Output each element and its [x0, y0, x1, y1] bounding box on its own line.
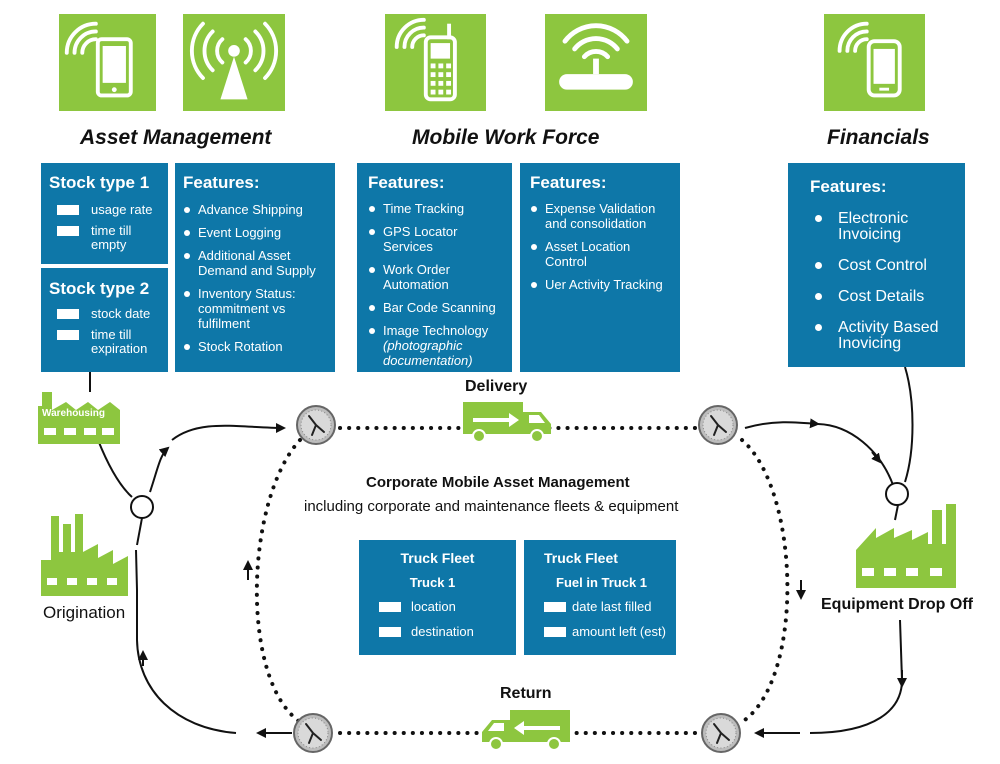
arrow-top-right-out	[744, 418, 820, 429]
list-item: Time Tracking	[368, 201, 504, 216]
stock-type-2-box: Stock type 2 stock date time till expira…	[41, 268, 168, 372]
fin-features-title: Features:	[810, 177, 887, 196]
connector-financials-to-hub	[904, 366, 914, 483]
warehouse-label: Warehousing	[42, 408, 105, 419]
delivery-truck-icon	[463, 402, 551, 442]
origination-label: Origination	[43, 603, 126, 622]
list-item: date last filled	[524, 600, 676, 614]
list-item: time till expiration	[49, 328, 161, 356]
asset-features-box: Features: Advance Shipping Event Logging…	[175, 163, 335, 372]
list-item-note: (photographic documentation)	[383, 338, 473, 368]
tablet-wifi-icon	[59, 14, 156, 111]
list-item: Asset Location Control	[530, 239, 645, 269]
return-label: Return	[500, 685, 552, 702]
list-item: Expense Validation and consolidation	[530, 201, 674, 231]
return-curve-left	[135, 549, 237, 734]
left-hub-circle	[130, 495, 154, 519]
mwf-features-1-box: Features: Time Tracking GPS Locator Serv…	[357, 163, 512, 372]
list-item: Event Logging	[183, 225, 327, 240]
arrow-hub-to-top	[149, 446, 170, 493]
list-item: destination	[359, 625, 516, 639]
list-item: Inventory Status: commitment vs fulfilme…	[183, 286, 316, 331]
list-item: time till empty	[49, 224, 161, 252]
list-item: GPS Locator Services	[368, 224, 478, 254]
list-item: Bar Code Scanning	[368, 300, 504, 315]
connector-hub-to-factory	[894, 504, 899, 521]
truck-fleet-1-box: Truck Fleet Truck 1 location destination	[359, 540, 516, 655]
list-item: Advance Shipping	[183, 202, 327, 217]
router-wifi-icon	[545, 14, 647, 111]
list-item: Cost Control	[806, 258, 959, 274]
curve-to-right-hub	[817, 423, 894, 486]
heading-asset-management: Asset Management	[80, 126, 272, 149]
mwf-features-2-box: Features: Expense Validation and consoli…	[520, 163, 680, 372]
heading-mobile-work-force: Mobile Work Force	[412, 126, 600, 149]
dotted-right-arc	[740, 438, 790, 724]
asset-features-title: Features:	[183, 173, 260, 192]
list-item: location	[359, 600, 516, 614]
truck-fleet-1-title: Truck Fleet	[400, 550, 475, 566]
stock-type-1-title: Stock type 1	[49, 173, 150, 192]
dotted-left-arc	[254, 438, 302, 724]
curve-right-down	[809, 619, 904, 734]
list-item: usage rate	[49, 203, 168, 217]
factory-icon	[856, 504, 956, 588]
truck-fleet-2-box: Truck Fleet Fuel in Truck 1 date last fi…	[524, 540, 676, 655]
list-item: Additional Asset Demand and Supply	[183, 248, 327, 278]
fin-features-box: Features: Electronic Invoicing Cost Cont…	[788, 163, 965, 367]
clock-icon	[293, 713, 333, 753]
truck-fleet-1-subtitle: Truck 1	[409, 575, 456, 590]
arrow-right-curve	[871, 451, 882, 464]
connector-warehouse-to-hub	[97, 439, 133, 498]
delivery-label: Delivery	[465, 378, 528, 395]
connector-hub-down	[136, 517, 143, 546]
signal-tower-icon	[183, 14, 285, 111]
arrow-to-top-left-clock	[171, 422, 286, 441]
warehouse-icon: Warehousing	[38, 392, 120, 444]
stock-type-1-box: Stock type 1 usage rate time till empty	[41, 163, 168, 264]
clock-icon	[701, 713, 741, 753]
center-subtitle: including corporate and maintenance flee…	[304, 498, 679, 515]
list-item: Electronic Invoicing	[806, 211, 933, 243]
clock-icon	[296, 405, 336, 445]
return-truck-icon	[482, 710, 570, 750]
list-item: Cost Details	[806, 289, 959, 305]
list-item: stock date	[49, 307, 168, 321]
mwf-features-2-title: Features:	[530, 173, 607, 192]
list-item: Image Technology (photographic documenta…	[368, 323, 504, 368]
equipment-drop-off-label: Equipment Drop Off	[821, 596, 973, 613]
right-hub-circle	[885, 482, 909, 506]
list-item: amount left (est)	[524, 625, 676, 639]
clock-icon	[698, 405, 738, 445]
list-item: Activity Based Inovicing	[806, 320, 953, 352]
truck-fleet-2-title: Truck Fleet	[544, 550, 618, 566]
list-item: Stock Rotation	[183, 339, 327, 354]
heading-financials: Financials	[827, 126, 930, 149]
stock-type-2-title: Stock type 2	[49, 279, 150, 298]
truck-fleet-2-subtitle: Fuel in Truck 1	[556, 575, 648, 590]
factory-icon	[41, 514, 128, 596]
list-item: Uer Activity Tracking	[530, 277, 674, 292]
list-item: Work Order Automation	[368, 262, 473, 292]
mwf-features-1-title: Features:	[368, 173, 445, 192]
smartphone-wifi-icon	[824, 14, 925, 111]
center-title: Corporate Mobile Asset Management	[366, 474, 630, 491]
cell-phone-wifi-icon	[385, 14, 486, 111]
list-item-text: Image Technology	[383, 323, 489, 338]
